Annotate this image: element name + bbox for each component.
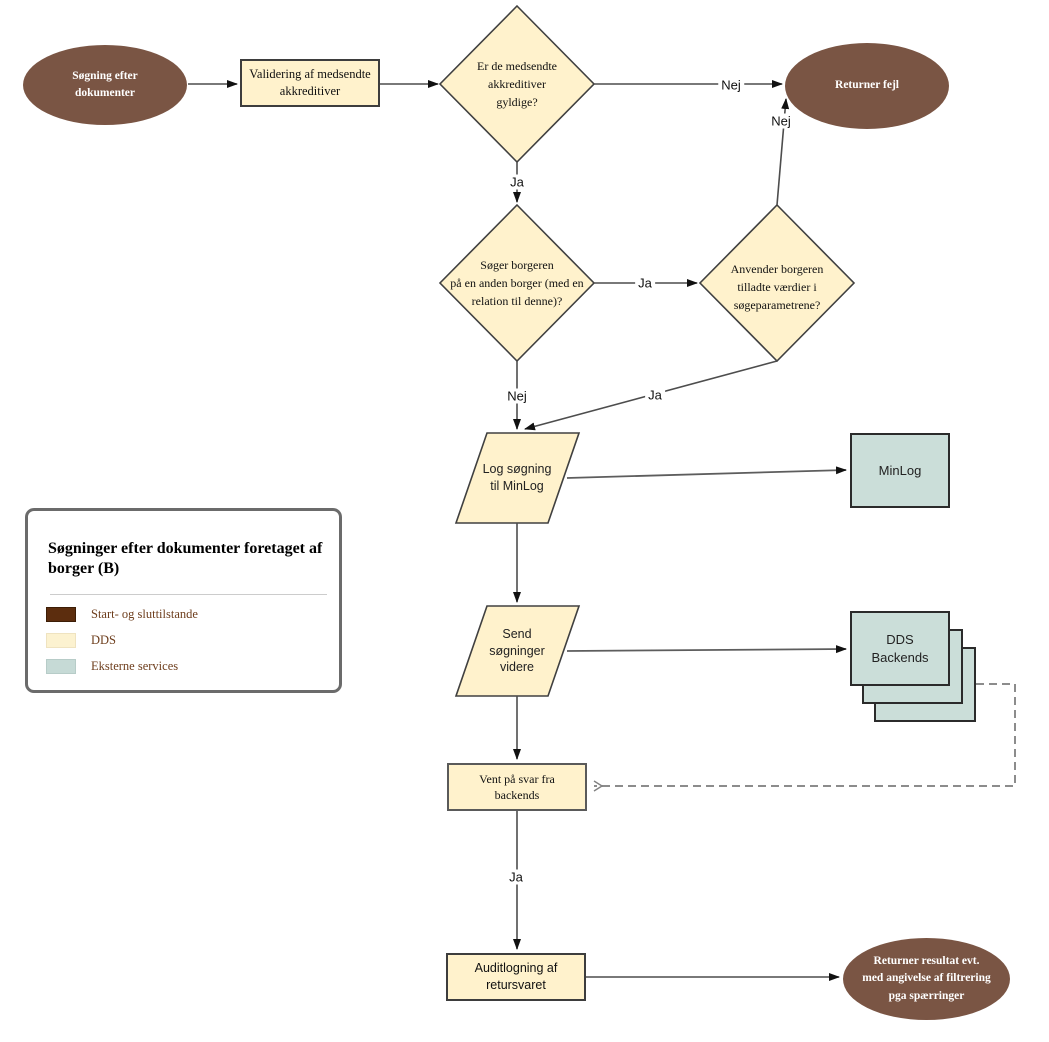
wait-label: Vent på svar fra backends <box>479 771 555 802</box>
credentials-valid-label: Er de medsendte akkreditiver gyldige? <box>477 59 557 109</box>
credentials-valid-label-box: Er de medsendte akkreditiver gyldige? <box>440 47 594 121</box>
legend-item-states: Start- og sluttilstande <box>46 607 198 622</box>
search-other-label-box: Søger borgeren på en anden borger (med e… <box>427 246 607 320</box>
edge-label-valid-nej: Nej <box>718 77 744 93</box>
minlog-label: MinLog <box>878 462 922 478</box>
legend-title: Søgninger efter dokumenter foretaget af … <box>48 540 323 577</box>
legend-swatch-dds <box>46 633 76 648</box>
validate-label: Validering af medsendte akkreditiver <box>249 67 371 98</box>
start-node: Søgning efter dokumenter <box>23 45 187 125</box>
dds-backends-node: DDS Backends <box>850 611 950 686</box>
edge-label-other-ja: Ja <box>635 275 655 291</box>
log-minlog-label: Log søgning til MinLog <box>482 462 552 493</box>
audit-label: Auditlogning af retursvaret <box>474 961 558 992</box>
edge-label-allowed-nej: Nej <box>768 113 794 129</box>
edge-send-backends <box>566 645 847 654</box>
legend-panel: Søgninger efter dokumenter foretaget af … <box>25 508 342 693</box>
edge-label-valid-ja: Ja <box>507 174 527 190</box>
legend-divider <box>50 594 327 595</box>
dds-backends-label: DDS Backends <box>871 631 929 665</box>
wait-node: Vent på svar fra backends <box>447 763 587 811</box>
send-on-label: Send søgninger videre <box>489 626 545 675</box>
start-node-label: Søgning efter dokumenter <box>72 69 138 99</box>
edge-label-other-nej: Nej <box>504 388 530 404</box>
edge-label-wait-ja: Ja <box>506 869 526 885</box>
search-other-label: Søger borgeren på en anden borger (med e… <box>450 258 584 308</box>
send-on-label-box: Send søgninger videre <box>460 612 574 690</box>
allowed-values-label-box: Anvender borgeren tilladte værdier i søg… <box>699 248 855 326</box>
return-result-node: Returner resultat evt. med angivelse af … <box>843 938 1010 1020</box>
allowed-values-label: Anvender borgeren tilladte værdier i søg… <box>730 262 824 312</box>
audit-node: Auditlogning af retursvaret <box>446 953 586 1001</box>
return-error-node: Returner fejl <box>785 43 949 129</box>
legend-label-states: Start- og sluttilstande <box>91 607 198 621</box>
legend-item-external: Eksterne services <box>46 659 178 674</box>
process-log-minlog-shape <box>454 432 581 524</box>
log-minlog-label-box: Log søgning til MinLog <box>460 446 574 510</box>
process-send-on-shape <box>454 605 581 697</box>
edge-log-minlog <box>566 466 847 479</box>
legend-label-dds: DDS <box>91 633 117 647</box>
legend-item-dds: DDS <box>46 633 116 648</box>
edge-backends-wait-dashed <box>593 683 1016 792</box>
minlog-node: MinLog <box>850 433 950 508</box>
legend-swatch-states <box>46 607 76 622</box>
validate-node: Validering af medsendte akkreditiver <box>240 59 380 107</box>
legend-label-external: Eksterne services <box>91 659 179 673</box>
edge-label-allowed-ja: Ja <box>645 387 665 403</box>
return-error-label: Returner fejl <box>835 79 899 92</box>
legend-swatch-external <box>46 659 76 674</box>
return-result-label: Returner resultat evt. med angivelse af … <box>862 955 991 1002</box>
